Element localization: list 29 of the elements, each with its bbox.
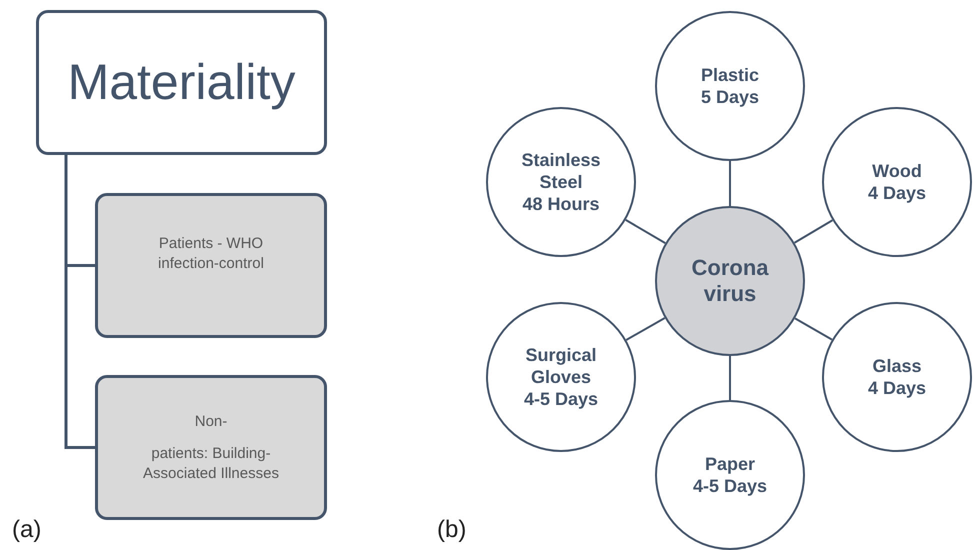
connector-line — [64, 155, 95, 449]
node-text: Stainless Steel — [520, 149, 602, 193]
node-text: Glass — [872, 355, 922, 377]
node-text: Patients - WHO infection-control — [157, 234, 265, 274]
node-text: 5 Days — [700, 86, 760, 108]
connector-line — [625, 219, 666, 244]
node-text: Wood — [872, 160, 922, 182]
node-text: Surgical Gloves — [524, 344, 598, 388]
connector-line — [729, 161, 731, 206]
connector-line — [794, 318, 832, 340]
connector-line — [729, 356, 731, 400]
category-box — [95, 375, 327, 520]
panel-label: (b) — [437, 515, 466, 545]
node-text: Paper — [704, 453, 756, 475]
title-box — [36, 10, 327, 155]
node-text: 4 Days — [868, 182, 926, 204]
node-text: Plastic — [700, 64, 760, 86]
node-text: 4 Days — [868, 377, 926, 399]
connector-line — [626, 317, 666, 341]
node-text: 4-5 Days — [692, 475, 768, 497]
node-text: 48 Hours — [522, 193, 600, 215]
panel-label: (a) — [12, 515, 42, 545]
node-text: 4-5 Days — [524, 388, 598, 410]
node-text: patients: Building-Associated Illnesses — [142, 444, 280, 484]
node-text: Corona virus — [690, 255, 770, 307]
connector-line — [794, 219, 833, 244]
node-text: Materiality — [68, 53, 296, 112]
category-box — [95, 193, 327, 338]
node-text: Non- — [194, 412, 228, 432]
